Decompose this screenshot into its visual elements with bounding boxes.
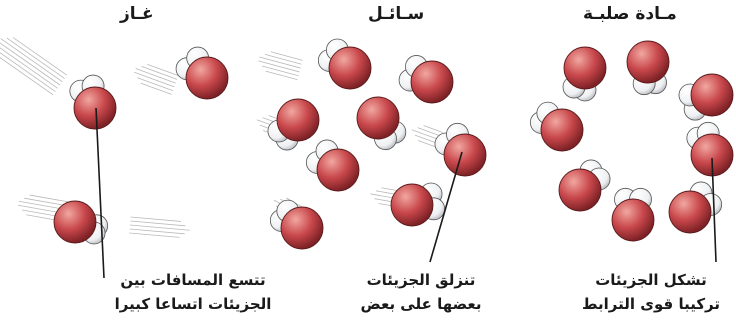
oxygen-atom [691, 74, 733, 116]
motion-line [131, 217, 181, 221]
liquid-molecule [391, 183, 445, 226]
liquid-molecule [270, 200, 323, 249]
motion-line [266, 71, 298, 80]
liquid-molecule [306, 140, 359, 191]
oxygen-atom [411, 61, 453, 103]
gas-caption-line-2: الجزيئات اتساعا كبيرا [98, 292, 288, 316]
leader-line [96, 108, 104, 278]
solid-molecule [687, 122, 733, 176]
solid-molecule [612, 188, 654, 241]
motion-line [265, 54, 302, 64]
oxygen-atom [357, 97, 399, 139]
solid-molecule [530, 102, 583, 151]
gas-molecule [54, 201, 108, 244]
motion-line [134, 72, 174, 87]
liquid-caption-line-2: بعضها على بعض [336, 292, 506, 316]
liquid-caption: تنزلق الجزيئات بعضها على بعض [336, 268, 506, 316]
oxygen-atom [277, 99, 319, 141]
solid-caption: تشكل الجزيئات تركيبا قوى الترابط [566, 268, 736, 316]
motion-line [0, 45, 58, 88]
motion-line [136, 69, 176, 84]
liquid-molecule [318, 39, 371, 89]
gas-title: غـاز [120, 4, 154, 24]
oxygen-atom [669, 191, 711, 233]
solid-molecule [559, 160, 610, 211]
oxygen-atom [444, 134, 486, 176]
molecules [54, 39, 733, 249]
oxygen-atom [627, 41, 669, 83]
solid-molecule [627, 41, 669, 95]
oxygen-atom [74, 87, 116, 129]
solid-caption-line-1: تشكل الجزيئات [566, 268, 736, 292]
liquid-caption-line-1: تنزلق الجزيئات [336, 268, 506, 292]
liquid-molecule [399, 55, 453, 103]
oxygen-atom [54, 201, 96, 243]
gas-caption: تتسع المسافات بين الجزيئات اتساعا كبيرا [98, 268, 288, 316]
motion-line [0, 57, 53, 95]
motion-line [418, 141, 437, 148]
oxygen-atom [612, 199, 654, 241]
gas-molecule [70, 75, 116, 129]
motion-line [130, 229, 185, 234]
oxygen-atom [186, 57, 228, 99]
liquid-molecule [357, 97, 406, 150]
solid-caption-line-2: تركيبا قوى الترابط [566, 292, 736, 316]
motion-line [7, 38, 65, 78]
oxygen-atom [391, 184, 433, 226]
gas-molecule [176, 47, 228, 99]
motion-line [262, 66, 299, 76]
motion-line [130, 221, 185, 226]
oxygen-atom [541, 109, 583, 151]
oxygen-atom [329, 47, 371, 89]
liquid-molecule [268, 99, 319, 150]
motion-line [424, 126, 443, 133]
motion-line [0, 39, 60, 85]
gas-caption-line-1: تتسع المسافات بين [98, 268, 288, 292]
motion-line [13, 38, 67, 76]
oxygen-atom [564, 47, 606, 89]
motion-line [129, 233, 179, 237]
oxygen-atom [281, 207, 323, 249]
liquid-molecule [435, 123, 486, 176]
motion-line [271, 52, 303, 61]
solid-molecule [679, 74, 733, 120]
liquid-title: سـائـل [368, 4, 424, 24]
motion-line [412, 130, 440, 140]
oxygen-atom [559, 169, 601, 211]
solid-molecule [563, 47, 606, 101]
oxygen-atom [317, 149, 359, 191]
motion-line [418, 128, 442, 137]
solid-title: مـادة صلبـة [583, 4, 677, 24]
